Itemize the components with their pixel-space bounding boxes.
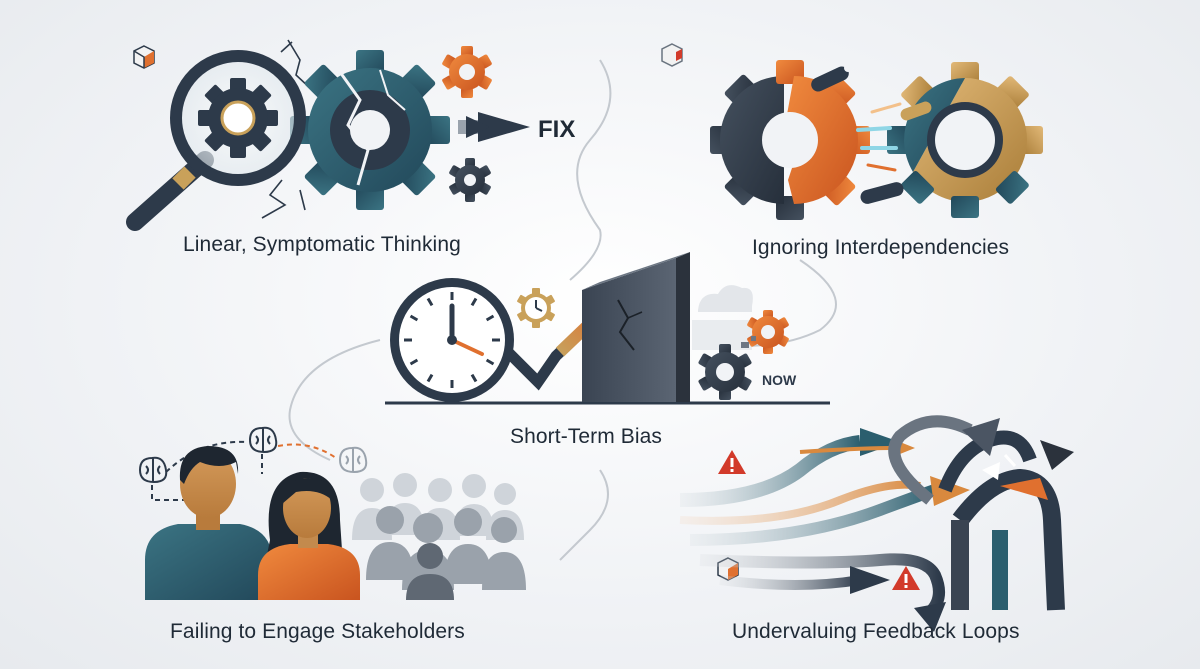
panel-interdependencies — [710, 60, 1043, 220]
cloud-icon — [692, 285, 753, 350]
arrow-right-icon — [458, 112, 530, 142]
broken-arrow-icon — [962, 418, 1074, 500]
caption-short-term-bias: Short-Term Bias — [510, 425, 663, 448]
brain-icon — [338, 446, 368, 474]
gear-icon — [442, 46, 492, 98]
dashed-links — [151, 440, 337, 501]
gear-icon — [198, 78, 278, 158]
chain-link-icon — [811, 64, 932, 204]
magnifier-icon — [126, 50, 306, 231]
broken-gear-icon — [698, 336, 756, 400]
broken-gear-icon — [710, 60, 870, 220]
panel-stakeholders — [138, 426, 526, 600]
crack-lines — [261, 39, 311, 219]
wall-icon — [582, 252, 690, 402]
panel-short-term-bias: NOW — [385, 252, 830, 405]
caption-interdependencies: Ignoring Interdependencies — [752, 236, 1010, 259]
caption-stakeholders: Failing to Engage Stakeholders — [170, 620, 465, 643]
person-icon — [145, 446, 272, 600]
cube-icon — [133, 45, 155, 69]
fix-label: FIX — [538, 116, 575, 143]
now-label: NOW — [762, 372, 797, 388]
panel-linear-thinking: FIX — [126, 39, 575, 231]
warning-icon — [718, 450, 746, 474]
gear-icon — [449, 158, 491, 202]
crowd-icon — [352, 473, 526, 600]
connector-lines — [288, 59, 837, 561]
panel-feedback-loops — [679, 415, 1074, 632]
brain-icon — [248, 426, 278, 454]
person-icon — [258, 471, 360, 600]
spark-lines — [856, 102, 902, 172]
feedback-arrows — [679, 415, 1065, 632]
broken-gear-icon — [290, 50, 450, 210]
gear-icon — [747, 310, 789, 354]
clock-icon — [517, 288, 555, 328]
gear-icon — [887, 62, 1043, 218]
brain-icon — [138, 456, 168, 484]
caption-linear-thinking: Linear, Symptomatic Thinking — [183, 233, 461, 256]
caption-feedback-loops: Undervaluing Feedback Loops — [732, 620, 1020, 643]
clock-icon — [390, 278, 514, 402]
cube-icon — [661, 43, 683, 67]
warning-icon — [892, 566, 920, 590]
